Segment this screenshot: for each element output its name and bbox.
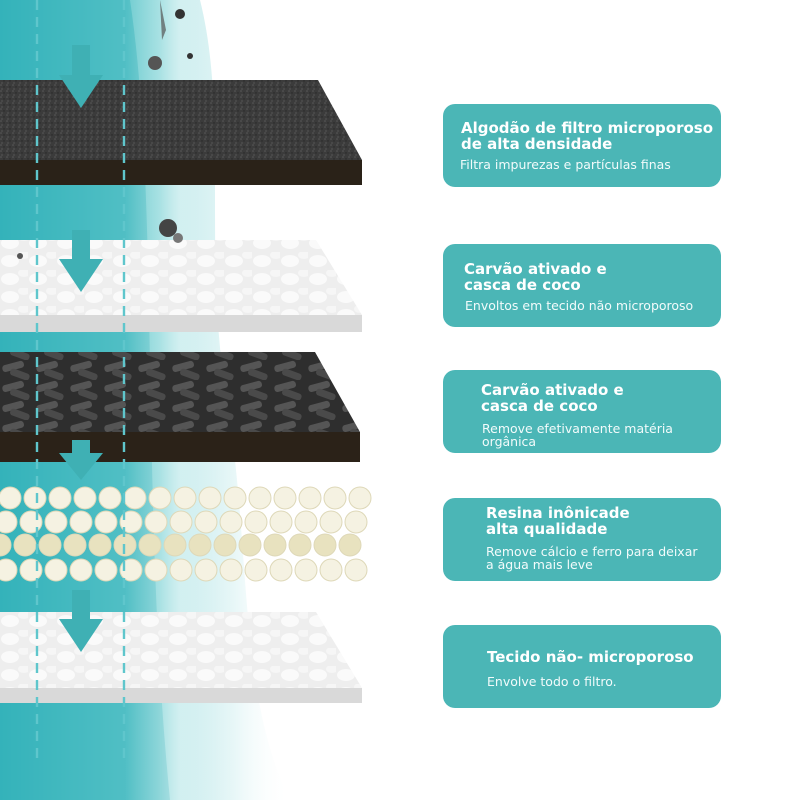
resin-bead (213, 533, 237, 557)
resin-bead (0, 510, 18, 534)
resin-bead (94, 510, 118, 534)
resin-bead (173, 486, 197, 510)
layer-card-5: Tecido não- microporoso Envolve todo o f… (443, 625, 721, 708)
resin-bead (148, 486, 172, 510)
resin-bead (19, 558, 43, 582)
resin-bead (48, 486, 72, 510)
resin-bead (338, 533, 362, 557)
resin-bead (188, 533, 212, 557)
resin-bead (319, 510, 343, 534)
layer-title: Tecido não- microporoso (487, 648, 694, 666)
resin-bead (313, 533, 337, 557)
resin-bead (119, 510, 143, 534)
resin-bead (194, 558, 218, 582)
resin-bead (248, 486, 272, 510)
resin-bead (219, 558, 243, 582)
layer-non-woven-fabric-2 (0, 612, 362, 703)
resin-bead (238, 533, 262, 557)
layer-card-1: Algodão de filtro microporoso de alta de… (443, 104, 721, 187)
resin-bead (0, 533, 12, 557)
resin-bead (323, 486, 347, 510)
resin-bead (244, 558, 268, 582)
resin-bead (294, 558, 318, 582)
resin-bead (273, 486, 297, 510)
resin-bead (348, 486, 372, 510)
down-arrow-icon (59, 590, 103, 652)
resin-bead (263, 533, 287, 557)
layer-description: Envolve todo o filtro. (487, 674, 617, 689)
resin-bead (144, 558, 168, 582)
layer-card-4: Resina inônicade alta qualidade Remove c… (443, 498, 721, 581)
resin-bead (44, 510, 68, 534)
layer-title: Carvão ativado e casca de coco (481, 381, 624, 415)
resin-bead (344, 510, 368, 534)
resin-bead (0, 558, 18, 582)
resin-bead (123, 486, 147, 510)
resin-bead (119, 558, 143, 582)
down-arrow-icon (59, 230, 103, 292)
resin-bead (63, 533, 87, 557)
resin-bead (288, 533, 312, 557)
resin-bead (198, 486, 222, 510)
resin-bead (98, 486, 122, 510)
layer-title: Carvão ativado e casca de coco (464, 260, 607, 294)
layer-description: Envoltos em tecido não microporoso (465, 298, 694, 313)
flow-lines (35, 0, 126, 760)
resin-bead (298, 486, 322, 510)
layer-card-3: Carvão ativado e casca de coco Remove ef… (443, 370, 721, 453)
resin-bead (194, 510, 218, 534)
layer-microporous-cotton (0, 80, 362, 185)
layer-description: Remove efetivamente matéria orgânica (482, 421, 673, 449)
resin-bead (23, 486, 47, 510)
resin-bead (144, 510, 168, 534)
layer-title: Resina inônicade alta qualidade (486, 504, 630, 538)
right-margin (752, 0, 800, 800)
layer-description: Filtra impurezas e partículas finas (460, 157, 671, 172)
down-arrow-icon (59, 440, 103, 480)
resin-bead (244, 510, 268, 534)
impurity-particles (17, 0, 193, 259)
layer-card-2: Carvão ativado e casca de coco Envoltos … (443, 244, 721, 327)
resin-bead (223, 486, 247, 510)
resin-bead (269, 510, 293, 534)
resin-bead (38, 533, 62, 557)
resin-bead (0, 486, 22, 510)
layer-non-woven-fabric-1 (0, 240, 362, 332)
layer-activated-carbon (0, 352, 360, 462)
resin-bead (69, 510, 93, 534)
resin-bead (169, 558, 193, 582)
resin-bead (344, 558, 368, 582)
resin-bead (269, 558, 293, 582)
layer-description: Remove cálcio e ferro para deixar a água… (486, 544, 698, 572)
resin-bead (73, 486, 97, 510)
resin-bead (294, 510, 318, 534)
resin-bead (138, 533, 162, 557)
layer-title: Algodão de filtro microporoso de alta de… (461, 119, 714, 153)
resin-bead (44, 558, 68, 582)
resin-bead (219, 510, 243, 534)
down-arrow-icon (59, 45, 103, 108)
resin-bead (163, 533, 187, 557)
resin-bead (13, 533, 37, 557)
resin-bead (69, 558, 93, 582)
resin-bead (169, 510, 193, 534)
resin-bead (319, 558, 343, 582)
resin-bead (94, 558, 118, 582)
resin-bead (19, 510, 43, 534)
resin-bead (88, 533, 112, 557)
